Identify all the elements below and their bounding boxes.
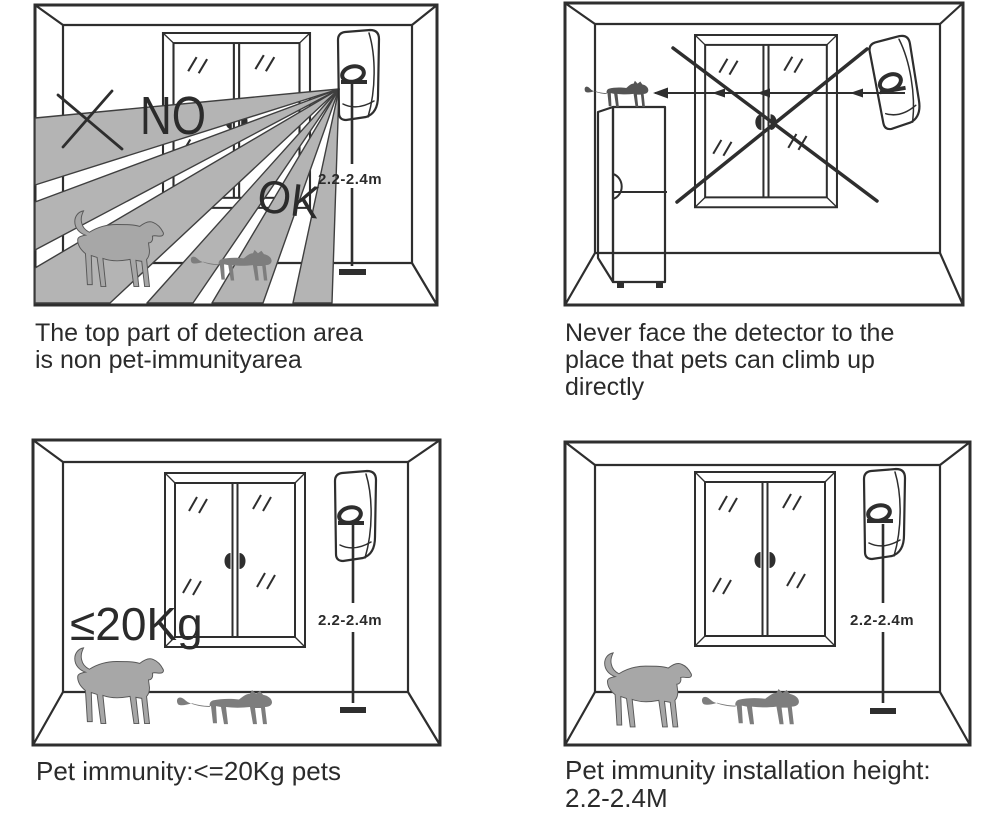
window-icon [693, 33, 838, 209]
caption-line: directly [565, 373, 645, 401]
caption-line: Pet immunity installation height: [565, 755, 931, 785]
caption-line: is non pet-immunityarea [35, 346, 302, 374]
dog-icon [74, 647, 164, 725]
mounting-height-measure [340, 524, 366, 713]
caption-line: The top part of detection area [35, 319, 363, 347]
motion-detector-icon [333, 469, 378, 563]
motion-detector-icon [862, 467, 907, 561]
room-perspective [563, 1, 965, 307]
panel-bottom-right: 2.2-2.4m Pet immunity installation heigh… [563, 440, 972, 813]
height-label: 2.2-2.4m [318, 612, 382, 629]
mounting-height-measure [339, 80, 366, 275]
motion-detector-icon [336, 28, 381, 122]
dog-icon [604, 652, 692, 728]
panel-bottom-left: ≤20Kg 2.2-2.4m Pet immunity:<=20Kg pets [31, 438, 442, 786]
room-perspective [31, 438, 442, 747]
ok-label: OK [255, 169, 323, 228]
cat-icon [701, 688, 799, 725]
height-label: 2.2-2.4m [318, 171, 382, 188]
panel-top-left: NO OK 2.2-2.4m The top part of detection… [33, 3, 439, 374]
cat-icon [176, 689, 272, 725]
motion-detector-icon [865, 32, 926, 133]
room-perspective [563, 440, 972, 747]
panel-top-right: Never face the detector to the place tha… [563, 1, 965, 401]
no-label: NO [140, 86, 206, 146]
height-label: 2.2-2.4m [850, 612, 914, 629]
detection-arrow-icon [653, 87, 905, 99]
prohibition-cross-icon [671, 46, 879, 204]
window-icon [694, 471, 836, 647]
mounting-height-measure [870, 524, 896, 714]
caption-line: Pet immunity:<=20Kg pets [36, 756, 341, 786]
no-cross-icon [56, 89, 124, 151]
caption-line: Never face the detector to the [565, 319, 894, 347]
caption-line: place that pets can climb up [565, 346, 875, 374]
caption-line: 2.2-2.4M [565, 783, 668, 813]
pet-weight-label: ≤20Kg [70, 598, 203, 650]
cabinet-icon [596, 105, 667, 288]
